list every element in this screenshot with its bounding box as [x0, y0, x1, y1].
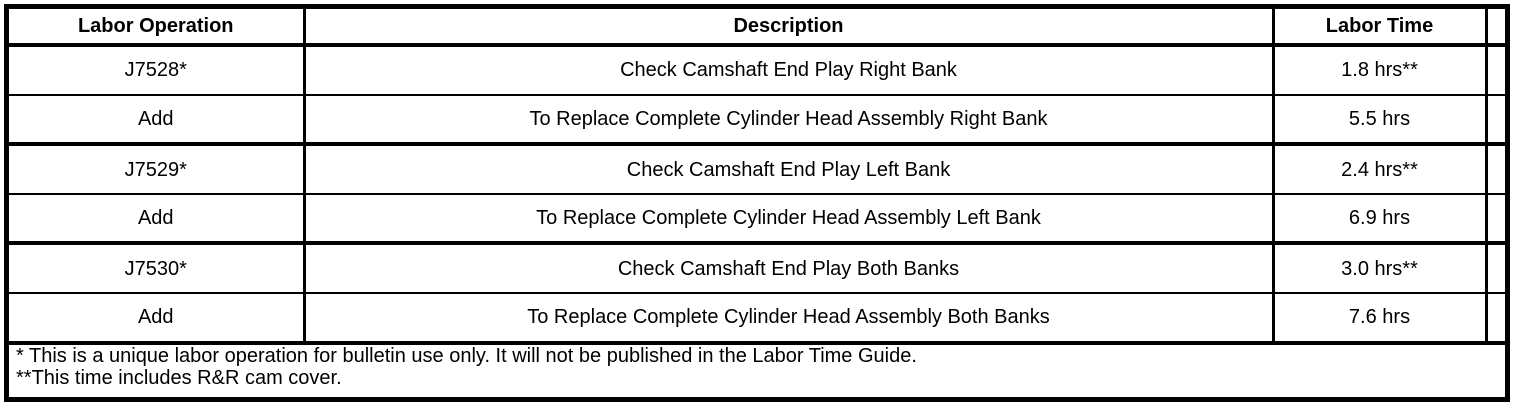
spacer-cell: [1486, 94, 1505, 147]
labor-op-cell: Add: [9, 193, 306, 246]
labor-time-table: Labor Operation Description Labor Time J…: [9, 9, 1505, 397]
labor-time-cell: 1.8 hrs**: [1273, 45, 1488, 96]
labor-time-cell: 5.5 hrs: [1273, 94, 1488, 147]
footnote-area: * This is a unique labor operation for b…: [9, 343, 1505, 397]
spacer-cell: [1486, 193, 1505, 246]
description-cell: Check Camshaft End Play Both Banks: [304, 243, 1275, 295]
description-cell: To Replace Complete Cylinder Head Assemb…: [304, 293, 1275, 345]
table-row: Add To Replace Complete Cylinder Head As…: [9, 293, 1505, 345]
spacer-cell: [1486, 45, 1505, 96]
spacer-cell: [1486, 293, 1505, 345]
labor-time-cell: 3.0 hrs**: [1273, 243, 1488, 295]
description-cell: Check Camshaft End Play Left Bank: [304, 144, 1275, 195]
labor-time-cell: 7.6 hrs: [1273, 293, 1488, 345]
table-row: Add To Replace Complete Cylinder Head As…: [9, 193, 1505, 246]
footnote-row: * This is a unique labor operation for b…: [9, 343, 1505, 397]
description-cell: To Replace Complete Cylinder Head Assemb…: [304, 193, 1275, 246]
labor-time-table-frame: Labor Operation Description Labor Time J…: [4, 4, 1510, 402]
table-row: J7530* Check Camshaft End Play Both Bank…: [9, 243, 1505, 295]
column-header-description: Description: [304, 9, 1275, 47]
labor-time-cell: 6.9 hrs: [1273, 193, 1488, 246]
column-header-labor-operation: Labor Operation: [9, 9, 306, 47]
spacer-cell: [1486, 144, 1505, 195]
column-header-labor-time: Labor Time: [1273, 9, 1488, 47]
labor-time-cell: 2.4 hrs**: [1273, 144, 1488, 195]
column-header-empty: [1486, 9, 1505, 47]
spacer-cell: [1486, 243, 1505, 295]
labor-op-cell: Add: [9, 293, 306, 345]
labor-op-cell: J7528*: [9, 45, 306, 96]
labor-op-cell: J7529*: [9, 144, 306, 195]
footnote-unique-labor-op: * This is a unique labor operation for b…: [16, 344, 917, 367]
description-cell: Check Camshaft End Play Right Bank: [304, 45, 1275, 96]
table-row: J7528* Check Camshaft End Play Right Ban…: [9, 45, 1505, 96]
labor-op-cell: Add: [9, 94, 306, 147]
footnote-rr-cam-cover: **This time includes R&R cam cover.: [16, 366, 342, 389]
description-cell: To Replace Complete Cylinder Head Assemb…: [304, 94, 1275, 147]
labor-op-cell: J7530*: [9, 243, 306, 295]
table-row: Add To Replace Complete Cylinder Head As…: [9, 94, 1505, 147]
header-row: Labor Operation Description Labor Time: [9, 9, 1505, 47]
table-row: J7529* Check Camshaft End Play Left Bank…: [9, 144, 1505, 195]
